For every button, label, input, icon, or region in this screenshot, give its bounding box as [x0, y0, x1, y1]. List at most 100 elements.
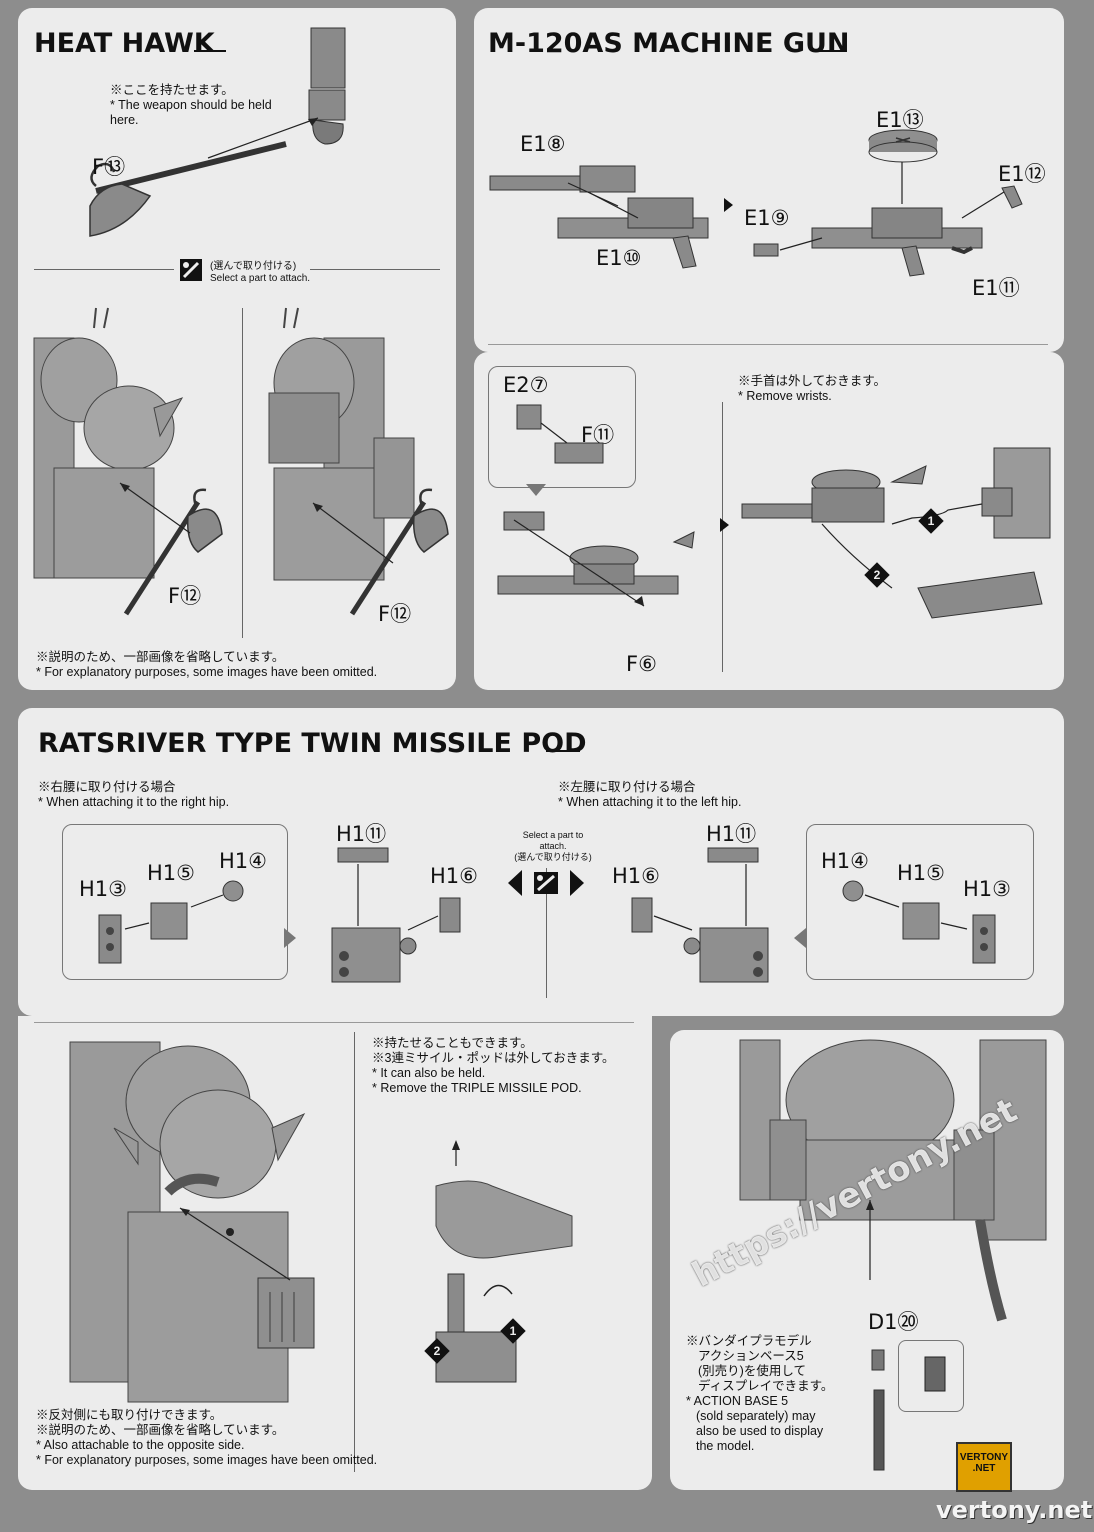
step-badge-1-pod-num: 1 [509, 1324, 517, 1338]
part-e111-label: E1⑪ [972, 276, 1020, 300]
omit-en-bottom: * For explanatory purposes, some images … [36, 1453, 378, 1467]
action-base-panel: D1⑳ ※バンダイプラモデル アクションベース5 (別売り)を使用して ディスプ… [670, 1030, 1064, 1490]
select-center-jp: (選んで取り付ける) [514, 852, 592, 862]
action-base-note: ※バンダイプラモデル アクションベース5 (別売り)を使用して ディスプレイでき… [686, 1334, 866, 1454]
select-part-text: (選んで取り付ける) Select a part to attach. [210, 261, 310, 285]
part-f12-right-label: F⑫ [378, 602, 412, 626]
left-callout-pointer [794, 928, 806, 948]
attach-arrow-left [119, 482, 191, 534]
hold-pod-note: ※持たせることもできます。 ※3連ミサイル・ポッドは外しておきます。 * It … [372, 1036, 652, 1096]
missile-pod-title-rule [546, 750, 580, 752]
machine-gun-panel: M-120AS MACHINE GUN E1⑧ E1⑩ E1⑬ E1⑫ E1⑨ … [474, 8, 1064, 352]
part-h13-right: H1③ [79, 877, 127, 901]
wrist-note: ※手首は外しておきます。 * Remove wrists. [738, 374, 958, 404]
part-e18-label: E1⑧ [520, 132, 566, 156]
right-hip-en: * When attaching it to the right hip. [38, 795, 230, 809]
left-hip-note: ※左腰に取り付ける場合 * When attaching it to the l… [558, 780, 838, 810]
omit-note-en: * For explanatory purposes, some images … [36, 665, 378, 679]
part-e112-label: E1⑫ [998, 162, 1046, 186]
zaku-figure-right [254, 307, 424, 581]
callout-pointer [526, 484, 546, 496]
right-hip-assembly [331, 847, 461, 983]
left-hip-jp: ※左腰に取り付ける場合 [558, 780, 696, 794]
part-h111-right: H1⑪ [336, 822, 387, 846]
select-divider-right [310, 269, 440, 270]
right-hip-parts [98, 880, 244, 964]
gun-assembly-left [488, 158, 718, 269]
pod-attach-arrow [179, 1207, 291, 1281]
step-arrow-2 [720, 518, 729, 532]
base-arm-callout [898, 1340, 964, 1412]
wrist-note-jp: ※手首は外しておきます。 [738, 374, 887, 388]
part-h13-left: H1③ [963, 877, 1011, 901]
zaku-figure-left [33, 307, 184, 580]
grip-parts [516, 404, 604, 464]
step-badge-2-num: 2 [873, 568, 881, 582]
part-h15-right: H1⑤ [147, 861, 195, 885]
select-part-en: Select a part to attach. [210, 273, 311, 284]
assembly-divider [722, 402, 723, 672]
heat-hawk-panel: HEAT HAWK ※ここを持たせます。 * The weapon should… [18, 8, 456, 690]
right-hip-parts-box: H1③ H1⑤ H1④ [62, 824, 288, 980]
omit-jp-bottom: ※説明のため、一部画像を省略しています。 [36, 1423, 285, 1437]
hand-holding-pod [422, 1140, 592, 1396]
select-part-center: Select a part to attach. (選んで取り付ける) [508, 830, 598, 863]
hold-pod-en-2: * Remove the TRIPLE MISSILE POD. [372, 1081, 582, 1095]
action-base-en-3: also be used to display [696, 1424, 824, 1438]
right-callout-pointer [284, 928, 296, 948]
missile-pod-panel: RATSRIVER TYPE TWIN MISSILE POD ※右腰に取り付け… [18, 708, 1064, 1016]
part-f13-label: F⑬ [92, 155, 126, 179]
drum-magazine [868, 128, 938, 164]
part-e27-label: E2⑦ [503, 373, 549, 397]
opposite-side-en: * Also attachable to the opposite side. [36, 1438, 245, 1452]
select-part-jp: (選んで取り付ける) [210, 261, 297, 272]
missile-pod-title: RATSRIVER TYPE TWIN MISSILE POD [38, 728, 587, 759]
hold-pod-en-1: * It can also be held. [372, 1066, 486, 1080]
part-h15-left: H1⑤ [897, 861, 945, 885]
hold-note-jp: ※ここを持たせます。 [110, 83, 234, 97]
step-arrow-1 [724, 198, 733, 212]
select-arrows-icon [508, 868, 584, 898]
missile-attach-panel: ※持たせることもできます。 ※3連ミサイル・ポッドは外しておきます。 * It … [18, 1016, 652, 1490]
hold-pod-jp-1: ※持たせることもできます。 [372, 1036, 533, 1050]
step-badge-2-pod-num: 2 [433, 1344, 441, 1358]
heat-hawk-f12-left [118, 486, 228, 621]
watermark-logo-line-1: VERTONY [959, 1452, 1009, 1463]
attach-top-rule [34, 1022, 634, 1023]
attach-divider [354, 1032, 355, 1472]
missile-pod-part [254, 1272, 318, 1352]
part-h14-left: H1④ [821, 849, 869, 873]
gun-with-grip [494, 502, 704, 622]
part-f6-label: F⑥ [626, 652, 657, 676]
gun-to-hand [741, 447, 1052, 658]
zaku-display-figure [739, 1039, 1050, 1340]
omit-note: ※説明のため、一部画像を省略しています。 * For explanatory p… [36, 650, 456, 680]
hold-pod-jp-2: ※3連ミサイル・ポッドは外しておきます。 [372, 1051, 615, 1065]
action-base-en-4: the model. [696, 1439, 755, 1453]
left-hip-parts [842, 880, 996, 964]
watermark-logo: VERTONY .NET [956, 1442, 1012, 1492]
left-hip-en: * When attaching it to the left hip. [558, 795, 742, 809]
watermark-site: vertony.net [936, 1496, 1093, 1524]
watermark-logo-line-2: .NET [972, 1463, 996, 1474]
options-divider [242, 308, 243, 638]
part-e113-label: E1⑬ [876, 108, 924, 132]
attach-arrow-right [312, 502, 394, 564]
gun-assembly-right [752, 162, 1052, 278]
heat-hawk-title: HEAT HAWK [34, 28, 215, 59]
machine-gun-assembly-panel: E2⑦ F⑪ F⑥ ※手首は外しておきます。 * Remove wrists. [474, 352, 1064, 690]
part-h14-right: H1④ [219, 849, 267, 873]
opposite-side-jp: ※反対側にも取り付けできます。 [36, 1408, 223, 1422]
part-e19-label: E1⑨ [744, 206, 790, 230]
part-h111-left: H1⑪ [706, 822, 757, 846]
heat-hawk-weapon [86, 136, 287, 246]
omit-note-jp: ※説明のため、一部画像を省略しています。 [36, 650, 285, 664]
right-hip-note: ※右腰に取り付ける場合 * When attaching it to the r… [38, 780, 318, 810]
part-h16-left: H1⑥ [612, 864, 660, 888]
hip-divider [546, 868, 547, 998]
action-base-jp-2: アクションベース5 [698, 1349, 804, 1363]
hold-arrow [207, 117, 319, 159]
part-h16-right: H1⑥ [430, 864, 478, 888]
attach-bottom-note: ※反対側にも取り付けできます。 ※説明のため、一部画像を省略しています。 * A… [36, 1408, 456, 1468]
base-arm [868, 1349, 888, 1471]
